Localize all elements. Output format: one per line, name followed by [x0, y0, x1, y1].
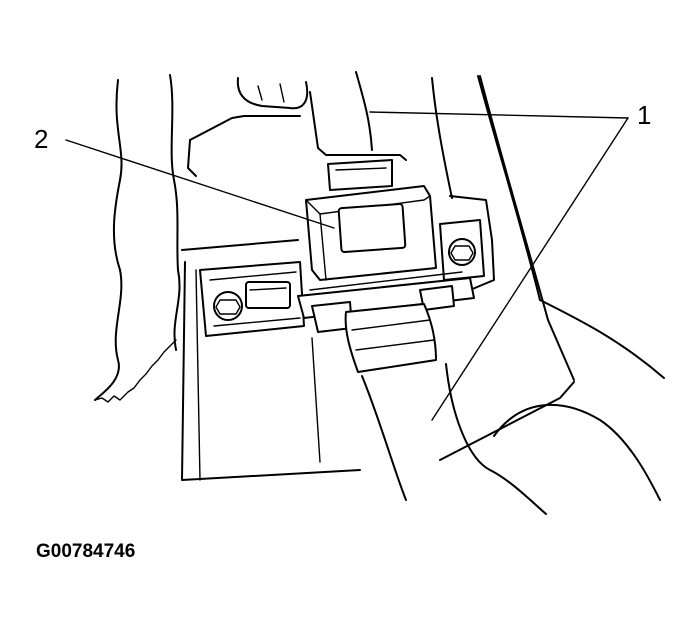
- left-bolt-icon: [213, 291, 243, 321]
- sensor-module: [297, 159, 475, 333]
- mounting-plate: [181, 195, 575, 481]
- harness-hose: [344, 299, 665, 515]
- callout-2-label: 2: [34, 124, 49, 154]
- right-bolt-icon: [448, 238, 476, 266]
- bolt-bracket: [199, 219, 485, 337]
- leader-lines: [65, 111, 629, 421]
- figure-id: G00784746: [36, 541, 136, 562]
- left-hose: [94, 74, 181, 403]
- callout-1-label: 1: [637, 100, 652, 130]
